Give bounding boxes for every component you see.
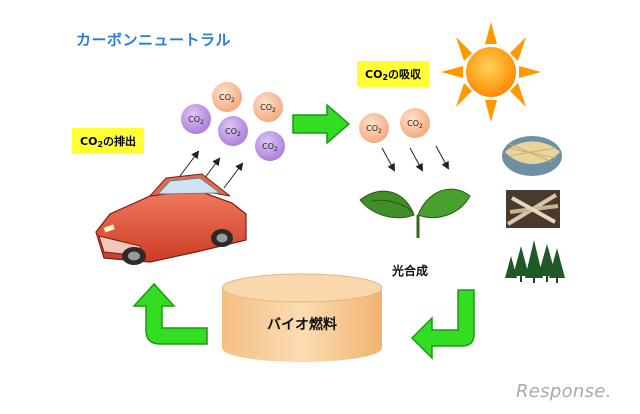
co2-bubble: CO2 — [218, 116, 248, 146]
flow-arrow-down-left — [410, 289, 475, 360]
downward-arrow — [381, 147, 395, 172]
car-icon — [95, 173, 247, 265]
sugarcane-icon — [506, 190, 560, 228]
sun-icon — [441, 22, 541, 122]
svg-text:CO2: CO2 — [188, 115, 204, 126]
co2-absorption-label: CO2の吸収 — [357, 61, 430, 87]
flow-arrow-right — [292, 103, 351, 145]
downward-arrow — [435, 145, 449, 170]
forest-icon — [505, 240, 565, 283]
photosynthesis-label: 光合成 — [392, 264, 429, 278]
downward-arrow — [409, 147, 423, 172]
corn-icon — [502, 136, 562, 176]
leaf-sprout-icon — [359, 188, 471, 238]
svg-text:CO2: CO2 — [225, 127, 241, 138]
co2-bubble: CO2 — [212, 82, 242, 112]
svg-text:CO2: CO2 — [260, 103, 276, 114]
diagram-title: カーボンニュートラル — [76, 31, 232, 49]
co2-bubble: CO2 — [359, 113, 389, 143]
upward-arrow — [223, 162, 244, 189]
co2-bubble: CO2 — [400, 108, 430, 138]
biofuel-label: バイオ燃料 — [267, 317, 337, 333]
co2-bubble: CO2 — [253, 92, 283, 122]
co2-emission-label: CO2の排出 — [72, 128, 145, 154]
svg-text:CO2: CO2 — [407, 119, 423, 130]
svg-text:CO2: CO2 — [219, 93, 235, 104]
biofuel-tank — [221, 273, 383, 362]
co2-bubble: CO2 — [255, 131, 285, 161]
flow-arrow-up-left — [132, 282, 208, 345]
svg-text:CO2: CO2 — [262, 142, 278, 153]
upward-arrow — [179, 150, 200, 177]
svg-text:CO2: CO2 — [366, 124, 382, 135]
response-logo: Response. — [516, 381, 612, 402]
co2-bubble: CO2 — [181, 104, 211, 134]
